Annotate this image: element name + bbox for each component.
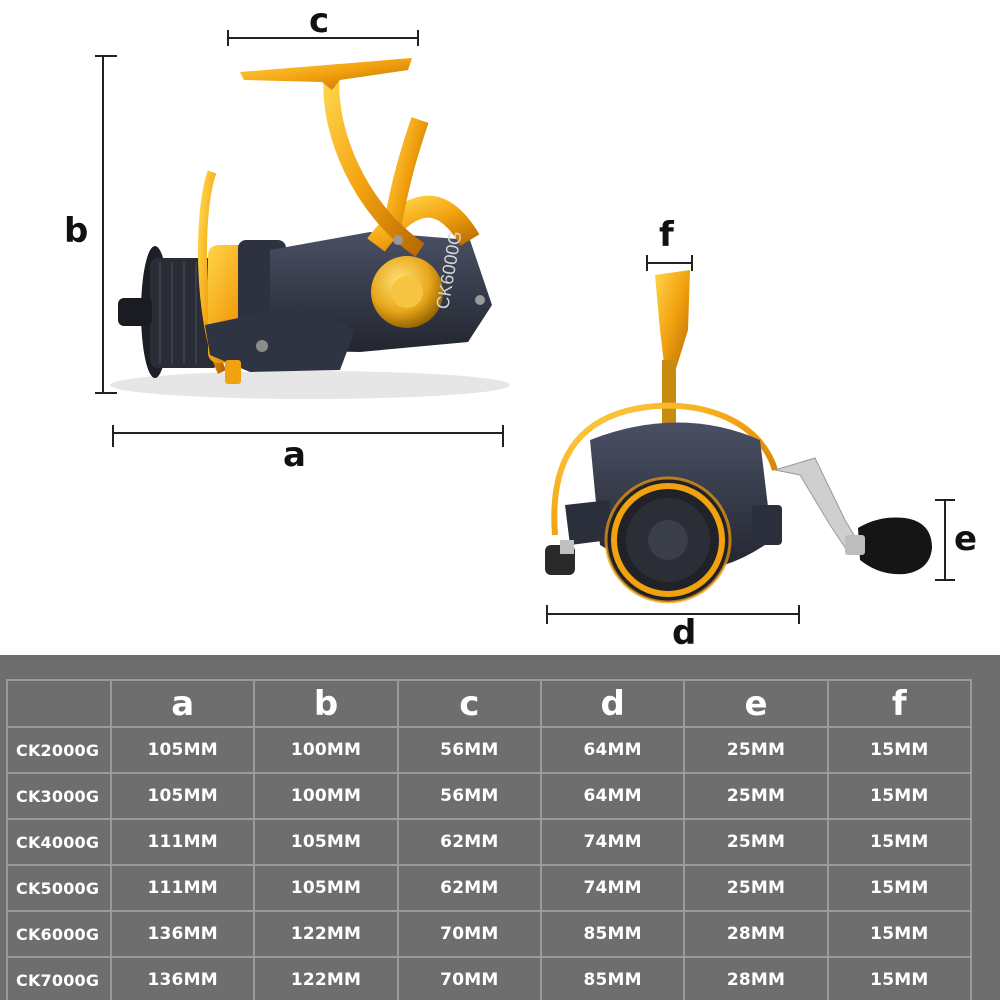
table-cell: 25MM [683, 818, 829, 866]
table-row: CK7000G 136MM 122MM 70MM 85MM 28MM 15MM [6, 956, 973, 1000]
dimension-label-b: b [64, 211, 89, 251]
header-cell-a: a [109, 679, 256, 728]
table-header-row: a b c d e f [6, 679, 973, 728]
table-row: CK3000G 105MM 100MM 56MM 64MM 25MM 15MM [6, 772, 973, 820]
table-cell: 111MM [109, 818, 256, 866]
header-cell-b: b [253, 679, 399, 728]
reel-drawing: CK6000G [95, 30, 955, 624]
dimension-label-c: c [309, 1, 330, 41]
table-cell: 111MM [109, 864, 256, 912]
table-row: CK5000G 111MM 105MM 62MM 74MM 25MM 15MM [6, 864, 973, 912]
table-cell: 62MM [396, 864, 542, 912]
table-cell: 105MM [253, 864, 399, 912]
table-row: CK4000G 111MM 105MM 62MM 74MM 25MM 15MM [6, 818, 973, 866]
model-cell: CK7000G [6, 956, 112, 1000]
model-cell: CK6000G [6, 910, 112, 958]
table-cell: 25MM [683, 864, 829, 912]
table-cell: 105MM [253, 818, 399, 866]
table-cell: 136MM [109, 956, 256, 1000]
table-cell: 15MM [826, 772, 973, 820]
product-illustration: CK6000G [64, 1, 978, 653]
dimension-label-a: a [283, 435, 306, 475]
dimension-label-d: d [672, 613, 697, 653]
table-cell: 28MM [683, 956, 829, 1000]
header-cell-e: e [683, 679, 829, 728]
table-cell: 105MM [109, 726, 256, 774]
table-cell: 15MM [826, 864, 973, 912]
table-cell: 56MM [396, 772, 542, 820]
model-cell: CK4000G [6, 818, 112, 866]
table-cell: 122MM [253, 956, 399, 1000]
table-cell: 122MM [253, 910, 399, 958]
table-cell: 62MM [396, 818, 542, 866]
dimension-label-e: e [954, 519, 978, 559]
table-cell: 64MM [539, 772, 686, 820]
table-cell: 74MM [539, 818, 686, 866]
front-view-reel [545, 270, 932, 604]
table-cell: 100MM [253, 772, 399, 820]
table-cell: 28MM [683, 910, 829, 958]
table-cell: 15MM [826, 910, 973, 958]
table-cell: 15MM [826, 818, 973, 866]
dimension-label-f: f [659, 215, 674, 255]
dimension-lines [95, 30, 955, 624]
header-cell-model [6, 679, 112, 728]
table-cell: 85MM [539, 910, 686, 958]
model-cell: CK5000G [6, 864, 112, 912]
table-row: CK6000G 136MM 122MM 70MM 85MM 28MM 15MM [6, 910, 973, 958]
table-cell: 100MM [253, 726, 399, 774]
side-view-reel [110, 58, 510, 399]
table-cell: 56MM [396, 726, 542, 774]
spec-table: a b c d e f CK2000G 105MM 100MM 56MM 64M… [6, 679, 973, 1000]
header-cell-d: d [539, 679, 686, 728]
table-cell: 64MM [539, 726, 686, 774]
table-cell: 70MM [396, 910, 542, 958]
table-cell: 70MM [396, 956, 542, 1000]
table-cell: 25MM [683, 772, 829, 820]
spec-table-panel: a b c d e f CK2000G 105MM 100MM 56MM 64M… [0, 655, 1000, 1000]
header-cell-f: f [826, 679, 973, 728]
table-cell: 136MM [109, 910, 256, 958]
table-cell: 74MM [539, 864, 686, 912]
table-cell: 15MM [826, 956, 973, 1000]
table-cell: 25MM [683, 726, 829, 774]
table-cell: 105MM [109, 772, 256, 820]
table-row: CK2000G 105MM 100MM 56MM 64MM 25MM 15MM [6, 726, 973, 774]
model-cell: CK2000G [6, 726, 112, 774]
header-cell-c: c [396, 679, 542, 728]
table-cell: 15MM [826, 726, 973, 774]
model-cell: CK3000G [6, 772, 112, 820]
table-cell: 85MM [539, 956, 686, 1000]
